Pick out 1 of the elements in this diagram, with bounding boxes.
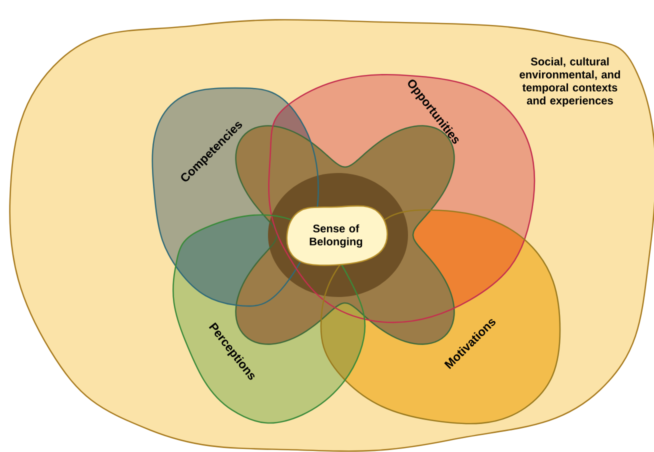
center-blob: Sense of Belonging (286, 205, 388, 266)
